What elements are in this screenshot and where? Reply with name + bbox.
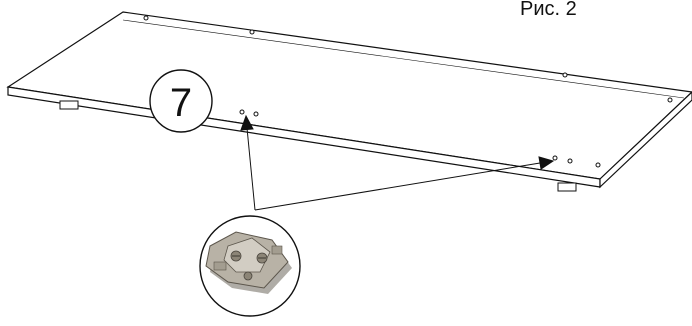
pointer-line-left: [246, 127, 256, 211]
figure-label: Рис. 2: [520, 0, 577, 20]
hole: [567, 158, 573, 164]
hole: [143, 15, 149, 21]
hinge-plate-center: [223, 237, 271, 273]
panel-holes: [143, 15, 673, 168]
step-circle: [149, 69, 213, 133]
hinge-detail: [199, 215, 301, 317]
pointer-lines: [240, 114, 555, 211]
shelf-panel: [6, 11, 692, 189]
hinge-tab: [271, 245, 283, 255]
hole: [552, 155, 558, 161]
hole: [562, 72, 568, 78]
hole: [249, 29, 255, 35]
panel-foot-right: [557, 182, 577, 192]
panel-foot-left: [59, 100, 79, 110]
pointer-line-right: [254, 162, 541, 211]
arrowhead-left: [240, 114, 254, 131]
panel-right-edge: [599, 91, 692, 189]
arrowhead-right: [538, 156, 555, 170]
hole: [667, 97, 673, 103]
panel-top-face: [6, 11, 692, 180]
hole: [253, 111, 259, 117]
step-badge: 7: [149, 69, 213, 133]
hinge-screw: [243, 271, 253, 281]
panel-feet: [59, 100, 577, 192]
panel-inner-line: [122, 19, 685, 99]
step-number: 7: [170, 81, 192, 125]
hole: [595, 162, 601, 168]
hinge-mounting-plate: [205, 231, 292, 294]
hole: [239, 109, 245, 115]
hinge-tab: [213, 261, 227, 271]
